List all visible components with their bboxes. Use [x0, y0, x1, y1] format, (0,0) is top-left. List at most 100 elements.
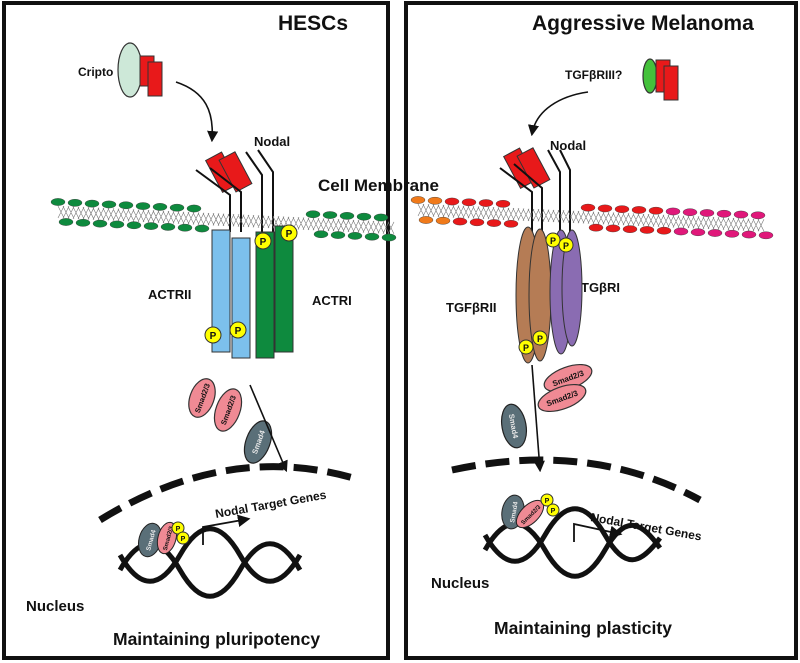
lipid-head — [656, 226, 672, 235]
cripto-arrow — [175, 81, 219, 143]
left-panel-frame — [2, 1, 390, 660]
tgbri-label: TGβRI — [581, 280, 620, 295]
lipid-head — [169, 203, 185, 212]
phospho-tgbri-1: P — [545, 232, 561, 248]
lipid-head — [580, 203, 596, 212]
lipid-head — [126, 221, 142, 230]
tgbri-ecd-right — [559, 149, 571, 232]
lipid-head — [588, 223, 604, 232]
lipid-head — [177, 223, 193, 232]
transcription-arrow-right — [573, 522, 623, 542]
smad-translocation-arrow-left — [249, 384, 288, 473]
actrii-subunit-a — [211, 229, 231, 353]
smad23-top-right: Smad2/3 — [543, 363, 593, 393]
svg-text:P: P — [176, 526, 181, 533]
nodal-label-right: Nodal — [550, 138, 586, 153]
actri-ecd-left — [245, 151, 263, 232]
lipid-head — [152, 203, 168, 211]
lipid-head — [135, 202, 151, 210]
smad23-top-left: Smad2/3 — [188, 378, 216, 418]
lipid-head — [486, 219, 502, 227]
right-receptors: P P P P — [515, 226, 583, 364]
svg-text:P: P — [537, 334, 543, 344]
lipid-head — [605, 224, 621, 233]
lipid-head — [750, 211, 766, 220]
lipid-head — [724, 229, 740, 238]
lipid-head — [92, 219, 108, 228]
actri-subunit-a — [255, 231, 275, 359]
lipid-head — [665, 207, 681, 216]
lipid-head — [186, 204, 202, 213]
actri-label: ACTRI — [312, 293, 352, 308]
lipid-head — [478, 199, 494, 207]
svg-text:P: P — [563, 241, 569, 251]
nodal-label-left: Nodal — [254, 134, 290, 149]
phospho-actri-1: P — [254, 232, 272, 250]
cell-membrane-left — [50, 198, 397, 242]
dna-smad4-left: Smad4 — [137, 522, 163, 558]
cripto-ligand-block-b — [147, 61, 163, 97]
svg-text:P: P — [210, 331, 217, 342]
left-receptors: P P P P — [204, 224, 298, 359]
tgbri-ecd-left — [547, 149, 561, 232]
smad4-left: Smad4 — [243, 420, 273, 464]
phospho-actrii-1: P — [204, 326, 222, 344]
actrii-ecd-left — [195, 169, 231, 232]
tgfbr3-label: TGFβRIII? — [565, 68, 622, 82]
svg-text:P: P — [551, 508, 556, 515]
svg-text:P: P — [260, 237, 267, 248]
actrii-label: ACTRII — [148, 287, 191, 302]
phospho-actri-2: P — [280, 224, 298, 242]
cripto-coreceptor-shape — [117, 42, 143, 98]
right-panel: Aggressive Melanoma TGFβRIII? Nodal TGFβ… — [404, 1, 798, 660]
tgfbrii-label: TGFβRII — [446, 300, 497, 315]
caption-right: Maintaining plasticity — [494, 618, 672, 638]
lipid-head — [452, 217, 468, 226]
tgbri-subunit-b — [561, 229, 583, 347]
lipid-head — [381, 233, 397, 242]
smad23-bottom-right: Smad2/3 — [537, 383, 587, 413]
svg-text:P: P — [523, 343, 529, 353]
lipid-head — [699, 209, 715, 217]
tgfbr3-coreceptor-shape — [642, 58, 658, 94]
phospho-tgfbrii-1: P — [518, 339, 534, 355]
svg-text:Smad4: Smad4 — [509, 501, 520, 524]
dna-smad23-left: Smad2/3 — [156, 521, 178, 555]
lipid-head — [690, 228, 706, 237]
lipid-head — [733, 210, 749, 219]
lipid-head — [410, 196, 426, 204]
lipid-head — [194, 224, 210, 233]
lipid-head — [330, 231, 346, 239]
lipid-head — [67, 199, 83, 207]
svg-text:P: P — [235, 326, 242, 337]
lipid-head — [160, 223, 176, 231]
actrii-subunit-b — [231, 237, 251, 359]
lipid-tails — [417, 203, 765, 232]
smad23-mid-left: Smad2/3 — [213, 388, 243, 432]
lipid-head — [435, 216, 451, 225]
phospho-tgfbrii-2: P — [532, 330, 548, 346]
svg-text:P: P — [545, 498, 550, 505]
actrii-ecd-right — [209, 167, 242, 232]
smad-translocation-arrow-right — [531, 364, 545, 473]
lipid-head — [495, 200, 511, 208]
lipid-head — [109, 220, 125, 229]
phospho-tgbri-2: P — [558, 237, 574, 253]
right-panel-frame — [404, 1, 798, 660]
caption-left: Maintaining pluripotency — [113, 629, 320, 649]
lipid-head — [347, 232, 363, 240]
lipid-head — [427, 196, 443, 205]
smad4-right: Smad4 — [500, 403, 528, 449]
lipid-head — [597, 204, 613, 213]
nuclear-envelope-right — [451, 456, 702, 504]
lipid-head — [143, 222, 159, 230]
lipid-head — [84, 199, 100, 208]
lipid-head — [339, 212, 355, 220]
transcription-arrow-left — [202, 514, 251, 545]
lipid-tails — [57, 205, 395, 234]
lipid-head — [50, 198, 66, 206]
dna-phospho-right: P P — [540, 493, 560, 517]
lipid-head — [322, 211, 338, 219]
lipid-head — [631, 206, 647, 214]
